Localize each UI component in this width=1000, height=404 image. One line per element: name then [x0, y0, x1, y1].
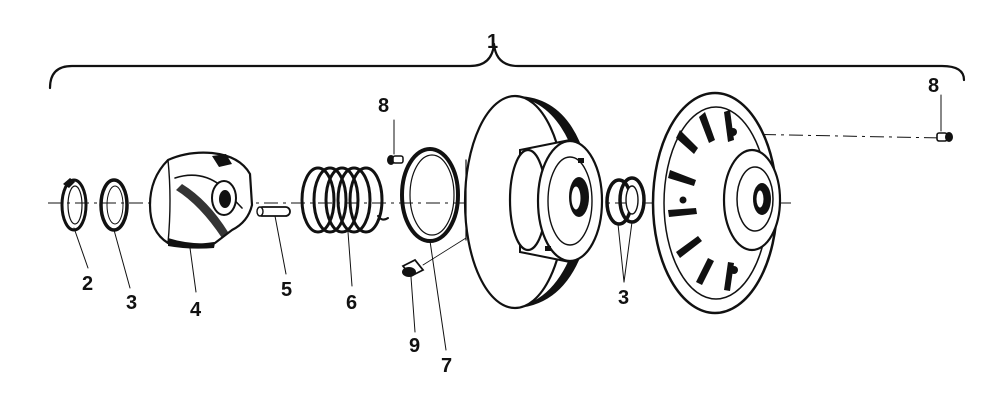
- screw-right: [936, 132, 953, 142]
- callout-2: 2: [82, 273, 93, 295]
- screw-top: [387, 155, 404, 165]
- spring: [300, 166, 389, 234]
- callout-8-top: 8: [378, 95, 389, 117]
- assembly-brace: [48, 42, 966, 90]
- callout-6: 6: [346, 292, 357, 314]
- callout-3-right: 3: [618, 287, 629, 309]
- sheave-disc: [463, 94, 604, 310]
- roll-pin: [256, 206, 291, 217]
- fixed-sheave: [651, 91, 782, 315]
- ring: [400, 147, 460, 243]
- callout-9: 9: [409, 335, 420, 357]
- callout-7: 7: [441, 355, 452, 377]
- leader-lines: [73, 94, 942, 351]
- retaining-ring: [60, 178, 88, 232]
- screw-bottom: [401, 237, 467, 278]
- washer: [99, 178, 129, 232]
- callout-1: 1: [487, 31, 498, 53]
- callout-5: 5: [281, 279, 292, 301]
- callout-4: 4: [190, 299, 202, 321]
- spacer-pair: [605, 176, 646, 226]
- callout-8-right: 8: [928, 75, 939, 97]
- cam: [148, 151, 254, 249]
- callout-3: 3: [126, 292, 137, 314]
